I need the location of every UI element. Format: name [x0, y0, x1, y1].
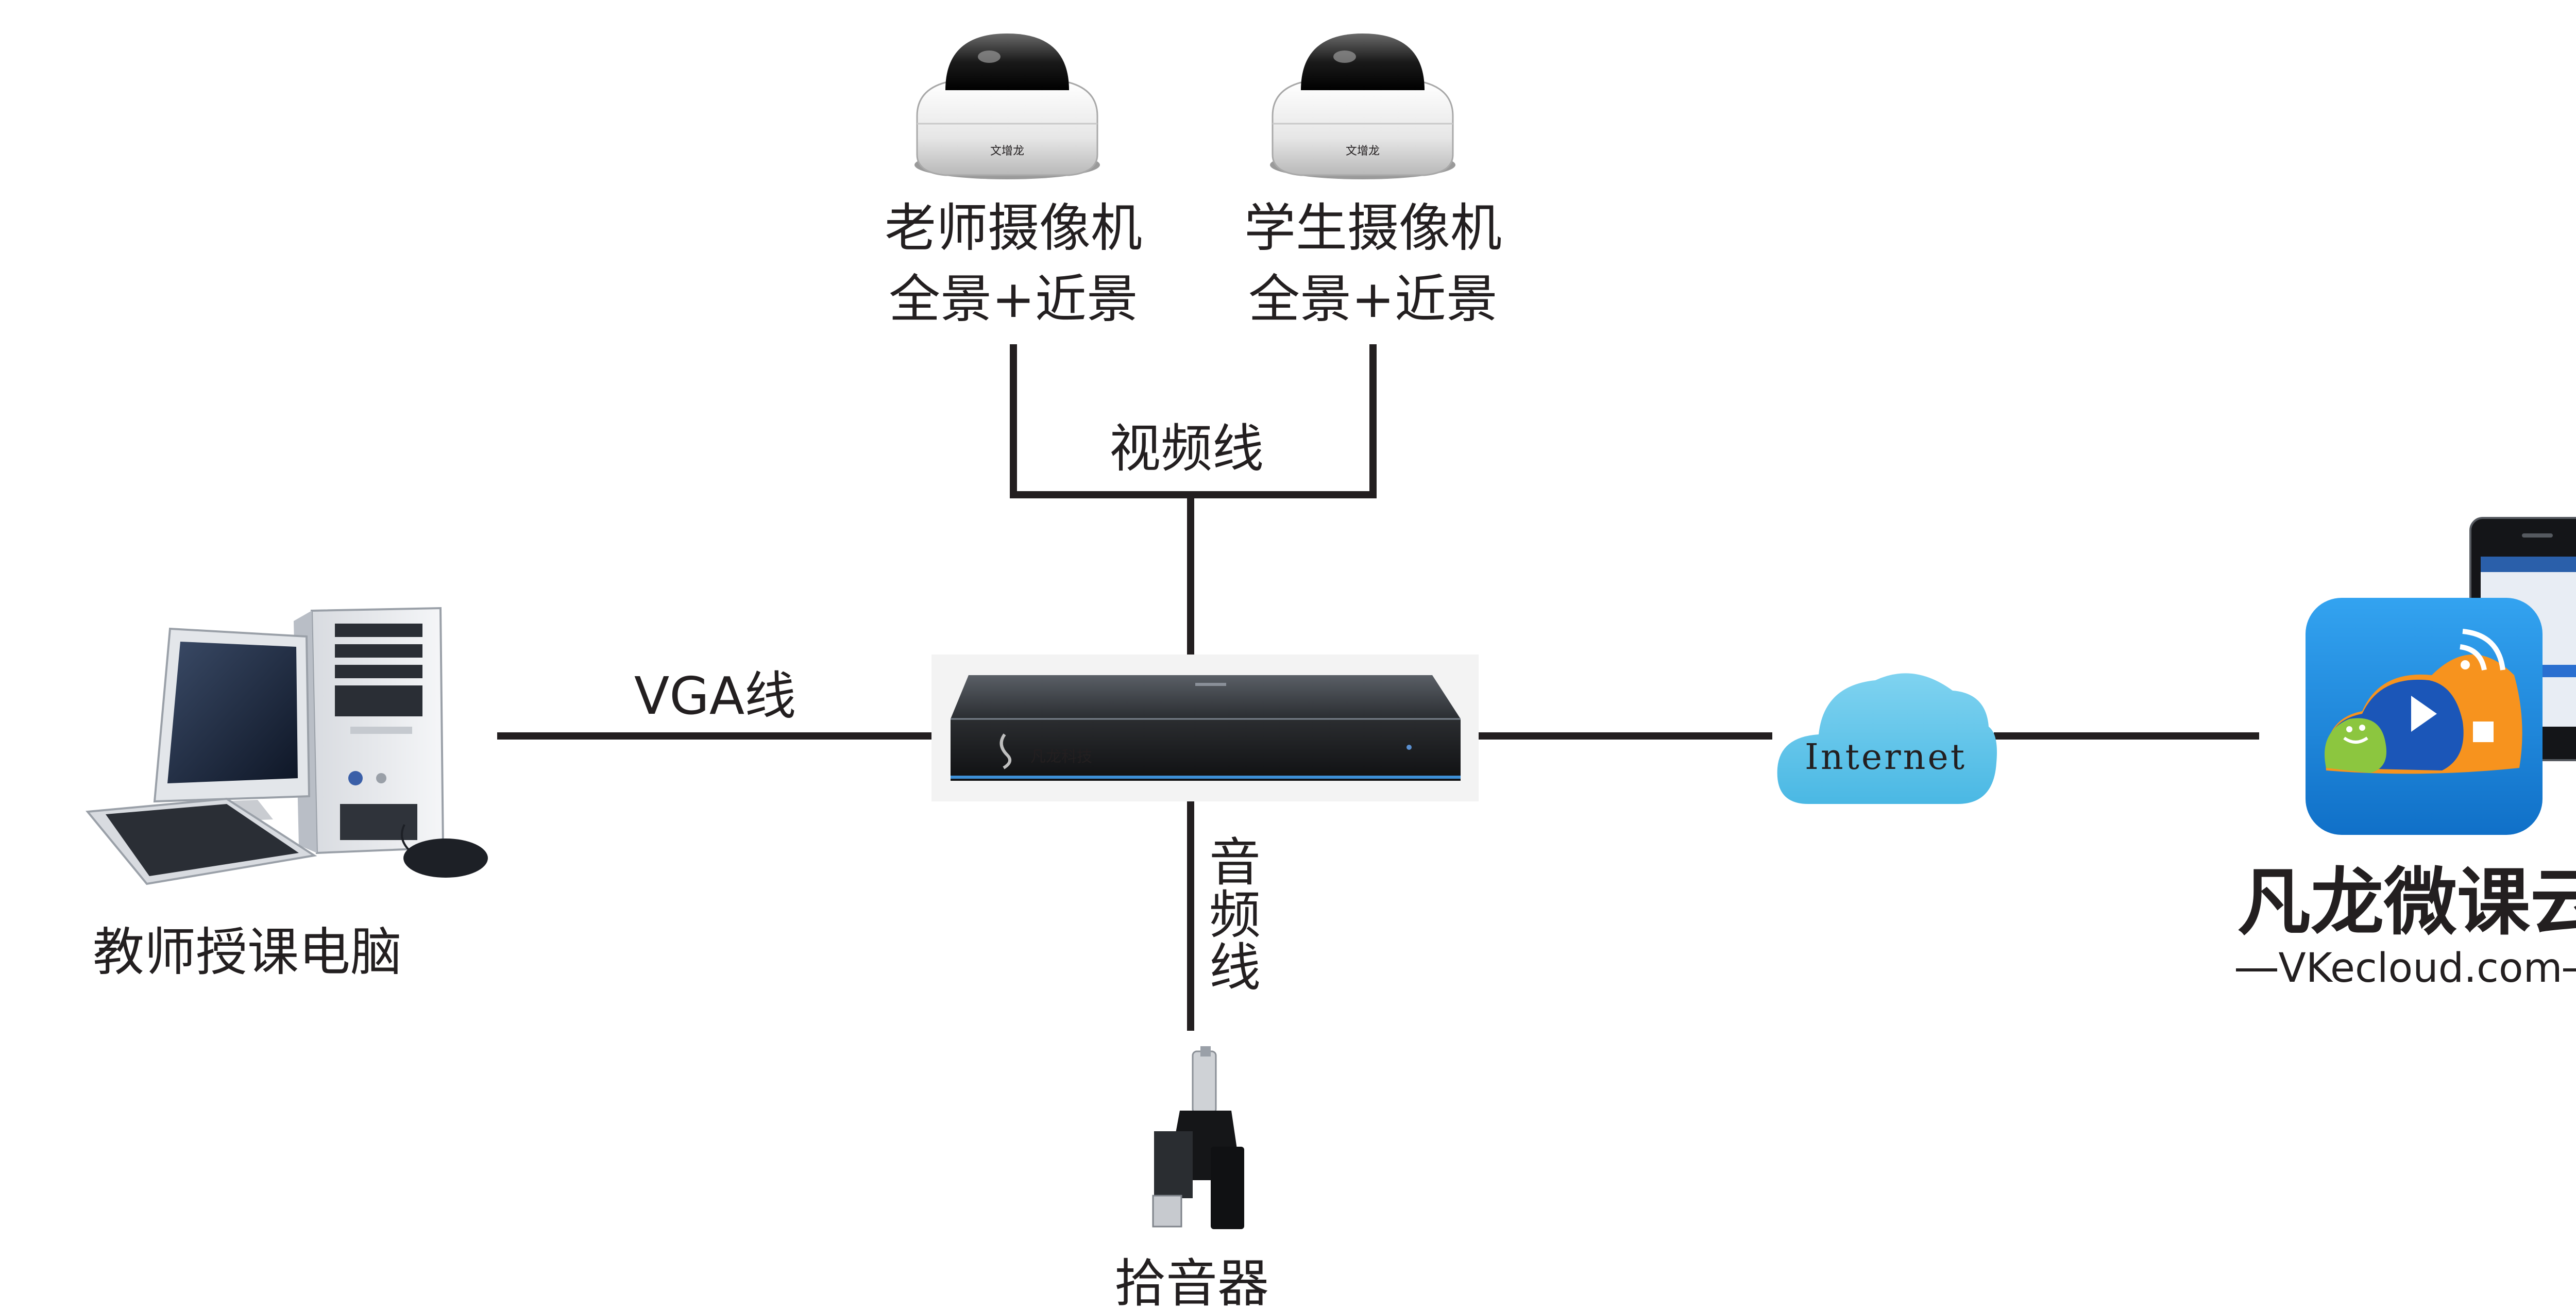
camera-brand-mark: 文增龙 — [1346, 145, 1380, 158]
microphone: 拾音器 — [1114, 1046, 1269, 1308]
recorder-box: 凡龙科技 — [931, 655, 1479, 801]
recorder-box-icon — [931, 655, 1479, 801]
internet-cloud: Internet — [1777, 673, 1997, 804]
video-cable-label: 视频线 — [1109, 418, 1264, 479]
teacher-pc-label: 教师授课电脑 — [93, 922, 402, 982]
microphone-label: 拾音器 — [1114, 1253, 1269, 1308]
cloud-service: 凡龙微课云 VKecloud.com — [2236, 517, 2576, 992]
student-camera-subtitle: 全景+近景 — [1248, 269, 1498, 329]
student-camera-title: 学生摄像机 — [1244, 198, 1502, 258]
teacher-camera: 文增龙 老师摄像机 全景+近景 — [885, 33, 1142, 329]
dome-camera-icon — [914, 33, 1100, 179]
desktop-computer-icon — [86, 607, 488, 885]
recorder-logo-text: 凡龙科技 — [1030, 748, 1092, 766]
audio-cable-char-3: 线 — [1209, 937, 1261, 998]
teacher-camera-subtitle: 全景+近景 — [889, 269, 1138, 329]
microphone-icon — [1152, 1046, 1244, 1229]
student-camera: 文增龙 学生摄像机 全景+近景 — [1244, 33, 1502, 329]
audio-cable-label: 音 频 线 — [1209, 832, 1261, 998]
teacher-camera-title: 老师摄像机 — [885, 198, 1142, 258]
dome-camera-icon — [1270, 33, 1455, 179]
teacher-pc: 教师授课电脑 — [86, 607, 488, 982]
audio-cable-char-1: 音 — [1209, 832, 1261, 893]
camera-brand-mark: 文增龙 — [990, 145, 1024, 158]
brand-name: 凡龙微课云 — [2238, 860, 2576, 945]
cloud-icon — [1777, 673, 1997, 804]
connection-lines — [497, 344, 2259, 1031]
audio-cable-char-2: 频 — [1209, 885, 1261, 945]
vga-cable-label: VGA线 — [634, 666, 796, 726]
brand-domain: VKecloud.com — [2278, 945, 2562, 992]
internet-label: Internet — [1805, 737, 1967, 778]
vkecloud-app-icon — [2306, 598, 2543, 835]
